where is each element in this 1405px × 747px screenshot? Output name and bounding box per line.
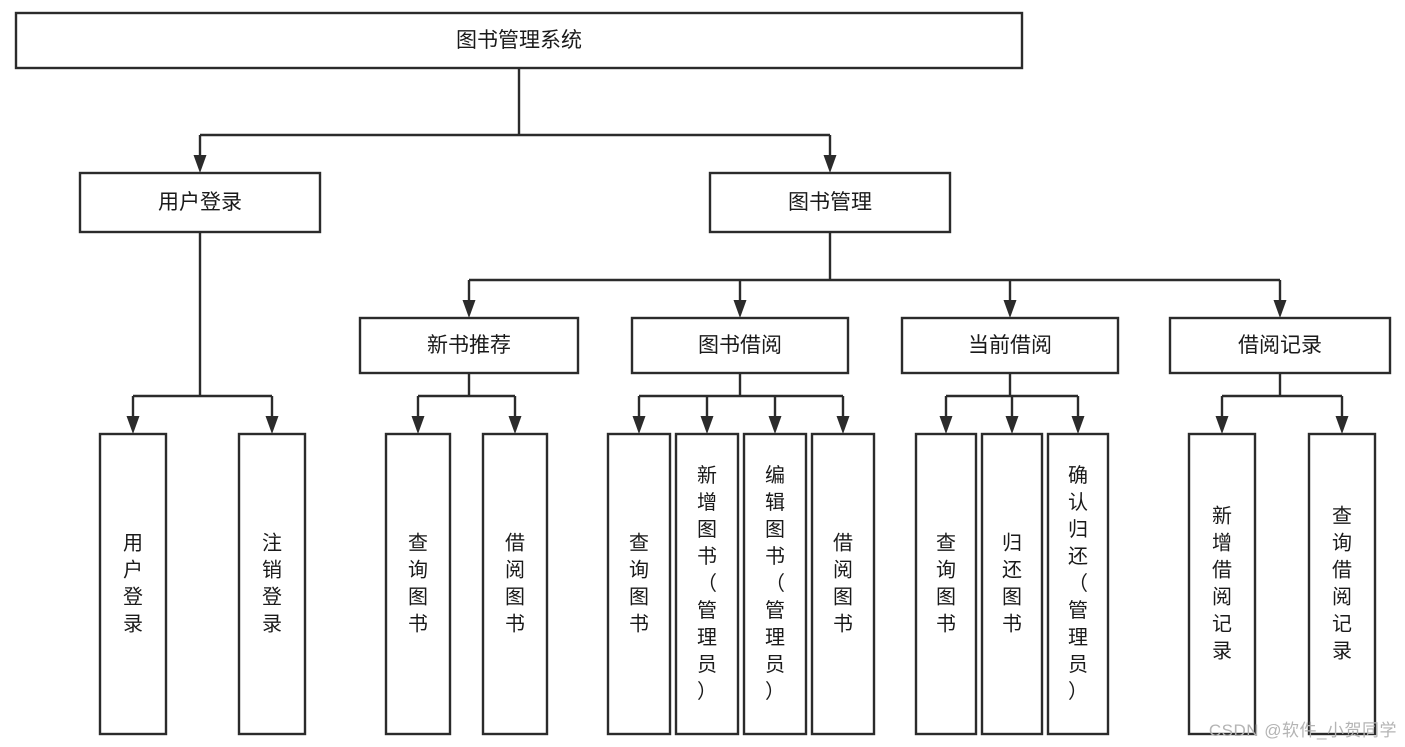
- node-label: 注销登录: [262, 532, 282, 636]
- arrow-head: [1005, 416, 1019, 434]
- arrow-head: [462, 300, 476, 318]
- node-leaf-user-logout[interactable]: 注销登录: [237, 432, 307, 736]
- node-label: 用户登录: [123, 533, 143, 636]
- node-box[interactable]: [606, 432, 672, 736]
- node-leaf-bb-borrow[interactable]: 借阅图书: [810, 432, 876, 736]
- node-label: 用户登录: [158, 191, 242, 214]
- arrow-head: [768, 416, 782, 434]
- node-book-manage[interactable]: 图书管理: [708, 171, 952, 234]
- arrow-head: [1003, 300, 1017, 318]
- node-box[interactable]: [1307, 432, 1377, 736]
- node-label: 归还图书: [1002, 532, 1022, 636]
- arrow-head: [411, 416, 425, 434]
- node-label: 图书借阅: [698, 334, 782, 357]
- node-label: 查询借阅记录: [1332, 505, 1352, 663]
- node-label: 借阅记录: [1238, 334, 1322, 357]
- watermark-label: CSDN @软件_小贺同学: [1208, 721, 1397, 740]
- node-box[interactable]: [674, 432, 740, 736]
- arrow-head: [193, 155, 207, 173]
- node-box[interactable]: [914, 432, 978, 736]
- arrow-head: [508, 416, 522, 434]
- node-borrow-record[interactable]: 借阅记录: [1168, 316, 1392, 375]
- node-label: 查询图书: [629, 532, 649, 636]
- arrow-head: [836, 416, 850, 434]
- node-label: 查询图书: [408, 532, 428, 636]
- node-leaf-rec-query[interactable]: 查询图书: [384, 432, 452, 736]
- node-label: 新书推荐: [427, 334, 511, 357]
- arrow-head: [733, 300, 747, 318]
- node-box[interactable]: [481, 432, 549, 736]
- node-box[interactable]: [742, 432, 808, 736]
- node-new-book-rec[interactable]: 新书推荐: [358, 316, 580, 375]
- node-leaf-cb-confirm[interactable]: 确认归还（管理员）: [1046, 432, 1110, 736]
- node-box[interactable]: [900, 316, 1120, 375]
- node-root[interactable]: 图书管理系统: [14, 11, 1024, 70]
- node-leaf-bb-edit[interactable]: 编辑图书（管理员）: [742, 432, 808, 736]
- node-box[interactable]: [630, 316, 850, 375]
- arrow-head: [939, 416, 953, 434]
- node-box[interactable]: [237, 432, 307, 736]
- arrow-head: [1071, 416, 1085, 434]
- node-box[interactable]: [98, 432, 168, 736]
- arrow-head: [265, 416, 279, 434]
- node-label: 编辑图书（管理员）: [765, 464, 785, 703]
- node-box[interactable]: [980, 432, 1044, 736]
- arrow-head: [1335, 416, 1349, 434]
- node-box[interactable]: [14, 11, 1024, 70]
- node-box[interactable]: [1168, 316, 1392, 375]
- arrow-head: [1215, 416, 1229, 434]
- node-label: 图书管理系统: [456, 29, 582, 52]
- node-label: 借阅图书: [833, 532, 853, 636]
- arrow-head: [632, 416, 646, 434]
- node-leaf-cb-query[interactable]: 查询图书: [914, 432, 978, 736]
- node-box[interactable]: [358, 316, 580, 375]
- node-book-borrow[interactable]: 图书借阅: [630, 316, 850, 375]
- node-label: 新增图书（管理员）: [697, 464, 717, 703]
- connector-layer: [126, 68, 1349, 434]
- node-current-borrow[interactable]: 当前借阅: [900, 316, 1120, 375]
- node-label: 新增借阅记录: [1212, 505, 1232, 663]
- node-leaf-br-query[interactable]: 查询借阅记录: [1307, 432, 1377, 736]
- node-leaf-rec-borrow[interactable]: 借阅图书: [481, 432, 549, 736]
- node-leaf-user-login[interactable]: 用户登录: [98, 432, 168, 736]
- arrow-head: [700, 416, 714, 434]
- node-layer: 图书管理系统用户登录图书管理新书推荐图书借阅当前借阅借阅记录用户登录注销登录查询…: [14, 11, 1392, 736]
- node-leaf-bb-query[interactable]: 查询图书: [606, 432, 672, 736]
- node-label: 当前借阅: [968, 334, 1052, 357]
- node-leaf-bb-add[interactable]: 新增图书（管理员）: [674, 432, 740, 736]
- node-leaf-br-add[interactable]: 新增借阅记录: [1187, 432, 1257, 736]
- node-box[interactable]: [384, 432, 452, 736]
- node-box[interactable]: [810, 432, 876, 736]
- node-box[interactable]: [78, 171, 322, 234]
- arrow-head: [126, 416, 140, 434]
- node-leaf-cb-return[interactable]: 归还图书: [980, 432, 1044, 736]
- node-box[interactable]: [708, 171, 952, 234]
- node-label: 确认归还（管理员）: [1068, 464, 1088, 703]
- node-box[interactable]: [1187, 432, 1257, 736]
- node-user-login[interactable]: 用户登录: [78, 171, 322, 234]
- node-label: 借阅图书: [505, 532, 525, 636]
- node-label: 查询图书: [936, 532, 956, 636]
- node-label: 图书管理: [788, 191, 872, 214]
- arrow-head: [1273, 300, 1287, 318]
- arrow-head: [823, 155, 837, 173]
- node-box[interactable]: [1046, 432, 1110, 736]
